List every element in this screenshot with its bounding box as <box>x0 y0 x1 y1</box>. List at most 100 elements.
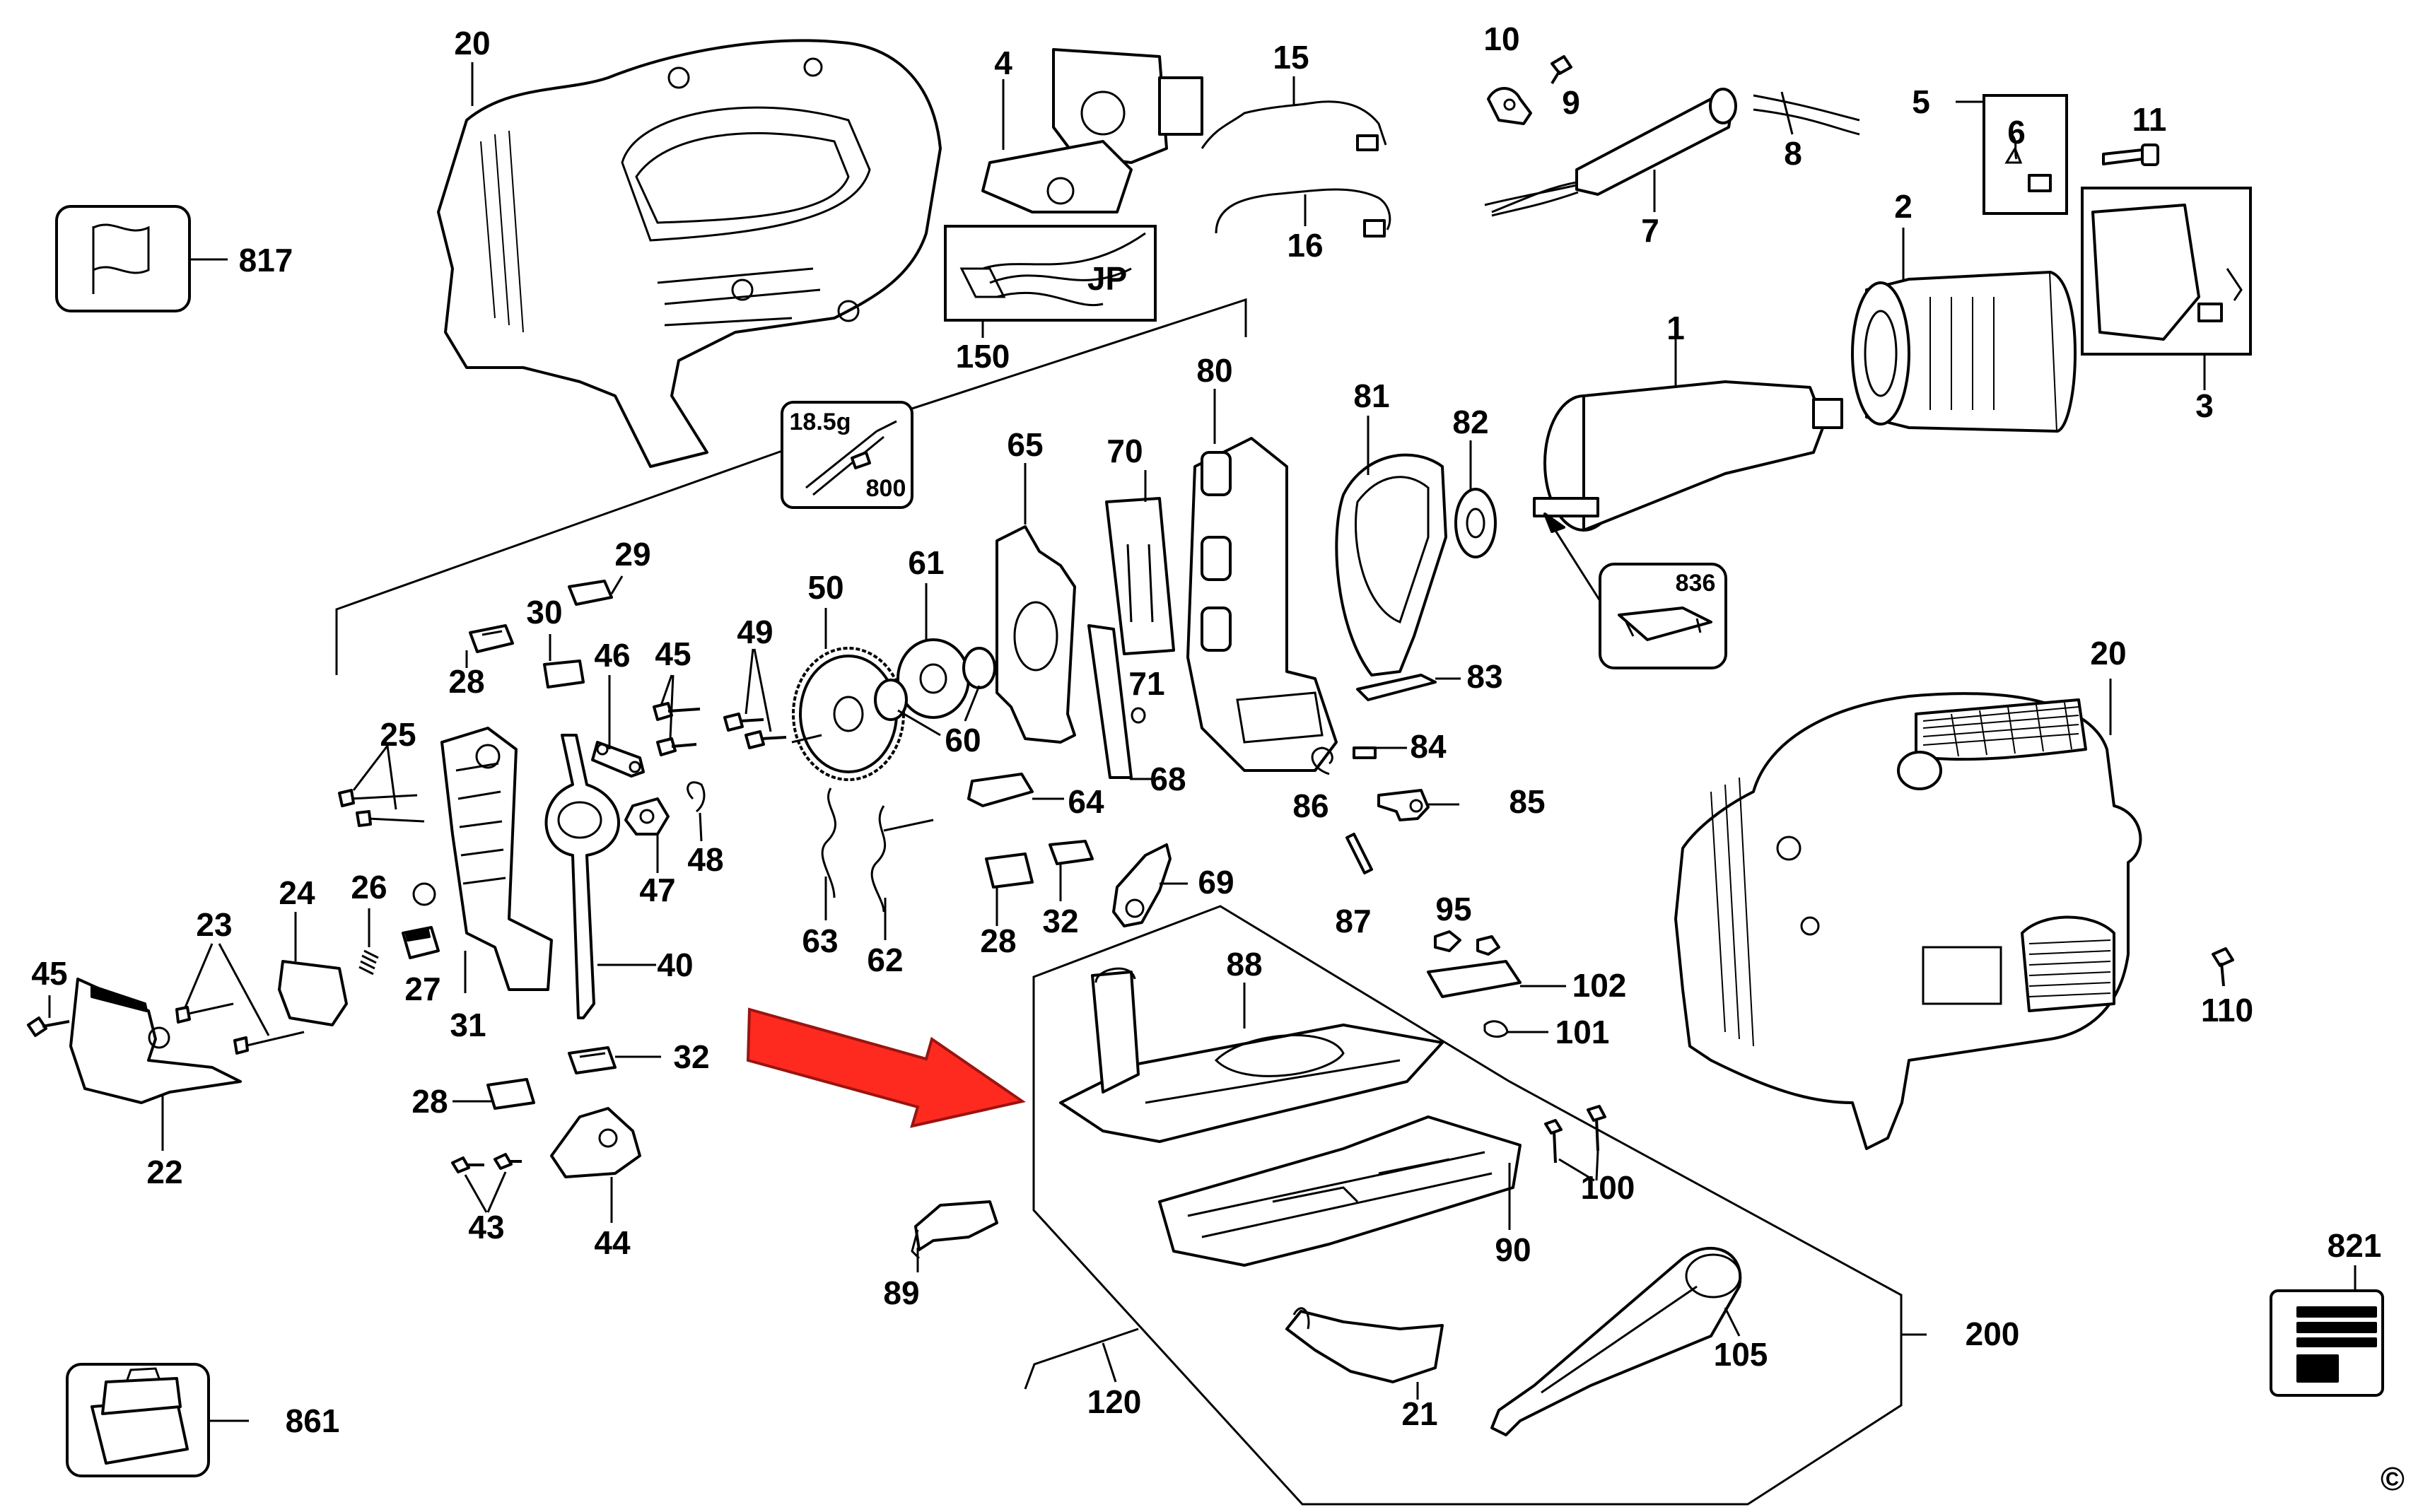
label-part-6: 6 <box>2007 114 2026 151</box>
screw-110 <box>2212 947 2234 987</box>
screw-43a <box>451 1156 484 1173</box>
label-part-60: 60 <box>945 722 981 758</box>
label-part-2: 2 <box>1894 188 1913 225</box>
wire-form-62 <box>870 805 934 913</box>
switch-part <box>981 48 1203 213</box>
label-part-22: 22 <box>146 1154 182 1190</box>
label-part-64: 64 <box>1068 783 1104 820</box>
leader-29 <box>610 575 624 594</box>
label-part-20b: 20 <box>2090 635 2126 672</box>
pad-28a <box>469 624 514 653</box>
screw-11 <box>2102 148 2144 165</box>
label-part-7: 7 <box>1641 212 1659 249</box>
nuts-95 <box>1434 930 1500 956</box>
label-part-120: 120 <box>1087 1383 1142 1420</box>
plate-102 <box>1427 960 1522 998</box>
fan-baffle <box>1335 453 1447 676</box>
leader-60 <box>897 685 981 737</box>
leader-120 <box>1102 1342 1117 1383</box>
clip-86 <box>1311 746 1333 775</box>
label-part-105: 105 <box>1714 1336 1768 1373</box>
label-part-101: 101 <box>1555 1014 1610 1050</box>
label-part-68: 68 <box>1150 761 1186 797</box>
label-part-16: 16 <box>1287 227 1323 264</box>
copyright-mark: © <box>2381 1460 2405 1497</box>
label-part-15: 15 <box>1273 39 1309 76</box>
leader-8 <box>1780 91 1794 135</box>
pin-87 <box>1345 833 1373 874</box>
label-part-24: 24 <box>279 874 315 911</box>
washer-71 <box>1131 707 1146 724</box>
label-part-28b: 28 <box>411 1083 448 1120</box>
label-part-25: 25 <box>380 716 416 753</box>
plate-83 <box>1356 674 1437 701</box>
leader-105 <box>1724 1307 1741 1337</box>
label-part-61: 61 <box>908 544 944 581</box>
label-part-29: 29 <box>614 536 650 573</box>
label-part-43: 43 <box>468 1209 504 1246</box>
wire-16 <box>1215 188 1391 234</box>
plunger-40 <box>544 734 620 1019</box>
label-part-62: 62 <box>867 942 903 978</box>
leader-45-right <box>660 674 675 739</box>
gasket-70 <box>1105 497 1175 655</box>
label-part-83: 83 <box>1466 658 1502 695</box>
screw-23a <box>185 1002 234 1016</box>
screw-45-right-b <box>656 737 697 756</box>
label-part-23: 23 <box>196 906 232 943</box>
label-part-65: 65 <box>1007 426 1043 463</box>
wire-form-63 <box>821 787 836 898</box>
clip-64 <box>967 773 1034 807</box>
label-part-9: 9 <box>1562 84 1580 121</box>
label-part-5: 5 <box>1912 83 1930 120</box>
pad-32a <box>568 1046 617 1074</box>
label-part-80: 80 <box>1196 352 1232 389</box>
leader-100 <box>1558 1150 1599 1182</box>
label-part-70: 70 <box>1106 433 1143 469</box>
screw-100a <box>1544 1119 1563 1164</box>
washer-101 <box>1483 1020 1509 1038</box>
label-part-90: 90 <box>1495 1231 1531 1268</box>
box-5 <box>1983 94 2068 215</box>
nut-47 <box>624 797 670 836</box>
label-part-836: 836 <box>1676 570 1716 597</box>
pad-29 <box>568 580 613 606</box>
gear-case <box>1186 437 1338 772</box>
label-part-49: 49 <box>737 614 773 650</box>
label-part-8: 8 <box>1784 135 1802 172</box>
armature <box>1533 380 1843 532</box>
label-part-31: 31 <box>450 1007 486 1043</box>
label-part-10: 10 <box>1483 20 1519 57</box>
flag-icon <box>92 223 150 294</box>
label-part-4: 4 <box>994 45 1012 81</box>
leader-25 <box>352 745 397 810</box>
bracket-21 <box>1285 1310 1444 1383</box>
label-part-71: 71 <box>1128 665 1164 702</box>
screw-43b <box>494 1153 522 1170</box>
screw-25a <box>349 794 418 800</box>
strip-68 <box>1087 624 1133 779</box>
housing-half-left <box>437 39 942 468</box>
bracket-24 <box>278 960 348 1026</box>
label-part-821: 821 <box>2328 1227 2382 1264</box>
label-part-28a: 28 <box>448 663 484 700</box>
bushing-60b <box>962 647 996 689</box>
spring-26 <box>358 949 379 975</box>
hex-key-120 <box>1024 1328 1139 1390</box>
label-part-69: 69 <box>1198 864 1234 901</box>
clip-89 <box>914 1200 998 1251</box>
jp-annotation: JP <box>1087 260 1127 297</box>
screw-45-right-a <box>653 702 701 721</box>
label-part-95: 95 <box>1435 891 1471 927</box>
label-part-110: 110 <box>2201 992 2253 1028</box>
label-part-44: 44 <box>594 1224 631 1261</box>
assembly-200-outline <box>1032 905 1903 1506</box>
label-part-800: 800 <box>866 475 906 502</box>
label-part-63: 63 <box>802 922 838 959</box>
label-part-102: 102 <box>1572 967 1627 1004</box>
screw-25b <box>367 817 425 823</box>
screw-9 <box>1551 55 1572 85</box>
plate-65 <box>995 525 1076 744</box>
label-part-45a: 45 <box>31 955 67 992</box>
